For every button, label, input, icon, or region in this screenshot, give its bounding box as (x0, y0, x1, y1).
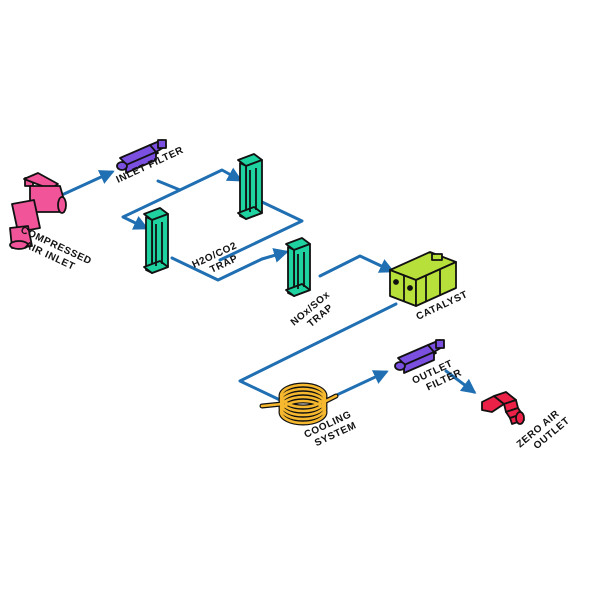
outlet-filter-icon (394, 339, 445, 374)
flow-junction-to-trap-a (178, 167, 243, 192)
hose-fitting-icon (481, 391, 525, 425)
column-trap-icon-a (237, 153, 263, 220)
flow-to-nox-trap (260, 248, 289, 263)
coil-icon (259, 382, 339, 426)
column-trap-icon-b (143, 207, 169, 274)
faucet-icon (9, 172, 67, 250)
flow-trap-b-out (170, 256, 264, 282)
flow-catalyst-to-cooling (238, 302, 398, 402)
flow-junction-to-trap-b (121, 188, 182, 230)
catalyst-box-icon (389, 251, 457, 307)
inlet-filter-icon (116, 139, 167, 174)
flow-filter-to-junction (156, 179, 182, 192)
flow-lines (62, 167, 477, 402)
flow-outlet-filter-to-zero-air (444, 369, 477, 394)
flow-nox-to-catalyst (318, 254, 395, 278)
flow-trap-a-out (218, 200, 304, 262)
column-trap-icon-c (285, 237, 311, 297)
flow-inlet-to-filter (62, 170, 115, 196)
